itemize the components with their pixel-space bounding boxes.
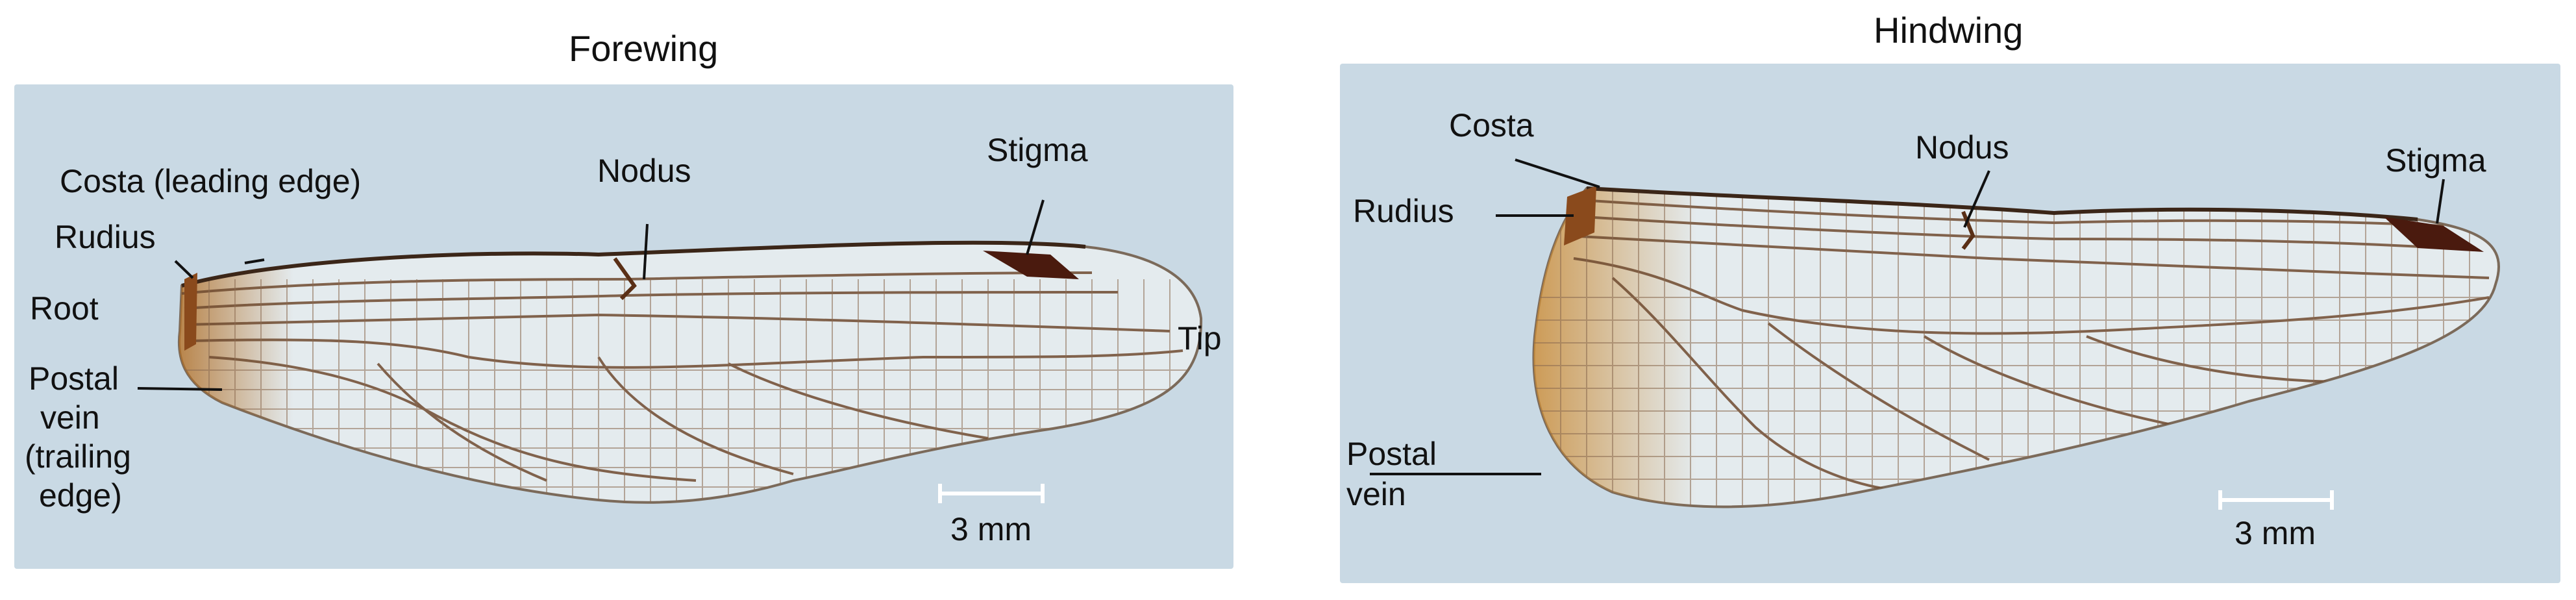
- hindwing-rudius-label: Rudius: [1353, 193, 1454, 229]
- forewing-stigma-label: Stigma: [987, 132, 1088, 168]
- hindwing-root: [1564, 186, 1596, 245]
- hindwing-crossveins: [1533, 188, 2499, 507]
- forewing-scale-label: 3 mm: [950, 511, 1032, 547]
- forewing-stigma: [983, 251, 1079, 279]
- hindwing-panel: Costa Rudius Postal vein Nodus Stigma 3 …: [1340, 64, 2560, 583]
- forewing-postal-line-3: (trailing: [25, 438, 131, 475]
- hindwing-leader-lines: [1370, 158, 2445, 475]
- forewing-nodus-label: Nodus: [597, 153, 691, 189]
- forewing-panel: Costa (leading edge) Rudius Root Postal …: [14, 84, 1233, 569]
- hindwing-title: Hindwing: [1874, 10, 2024, 51]
- hindwing-diagram: Costa Rudius Postal vein Nodus Stigma 3 …: [1346, 107, 2500, 551]
- forewing-scale-bar: 3 mm: [938, 484, 1045, 547]
- hindwing-postal-line-2: vein: [1346, 476, 1406, 512]
- forewing-costa-label: Costa (leading edge): [60, 163, 361, 199]
- forewing-root-label: Root: [30, 290, 99, 327]
- forewing-postal-line-1: Postal: [29, 360, 119, 397]
- forewing-rudius-label: Rudius: [55, 219, 156, 255]
- forewing-postal-line-4: edge): [39, 477, 122, 514]
- hindwing-scale-bar: 3 mm: [2218, 490, 2334, 551]
- forewing-postal-line-2: vein: [40, 399, 100, 436]
- forewing-nodus: [613, 257, 637, 301]
- forewing-membrane: [177, 241, 1203, 504]
- forewing-tip-label: Tip: [1178, 320, 1222, 356]
- forewing-title: Forewing: [569, 28, 719, 69]
- forewing-leader-lines: [137, 199, 1045, 391]
- hindwing-scale-label: 3 mm: [2235, 515, 2316, 551]
- hindwing-costa-label: Costa: [1449, 107, 1534, 144]
- forewing-root: [184, 273, 197, 351]
- hindwing-postal-line-1: Postal: [1346, 436, 1437, 472]
- forewing-diagram: Costa (leading edge) Rudius Root Postal …: [25, 132, 1222, 547]
- hindwing-stigma: [2384, 217, 2484, 252]
- hindwing-stigma-label: Stigma: [2385, 142, 2486, 179]
- hindwing-nodus-label: Nodus: [1915, 129, 2009, 166]
